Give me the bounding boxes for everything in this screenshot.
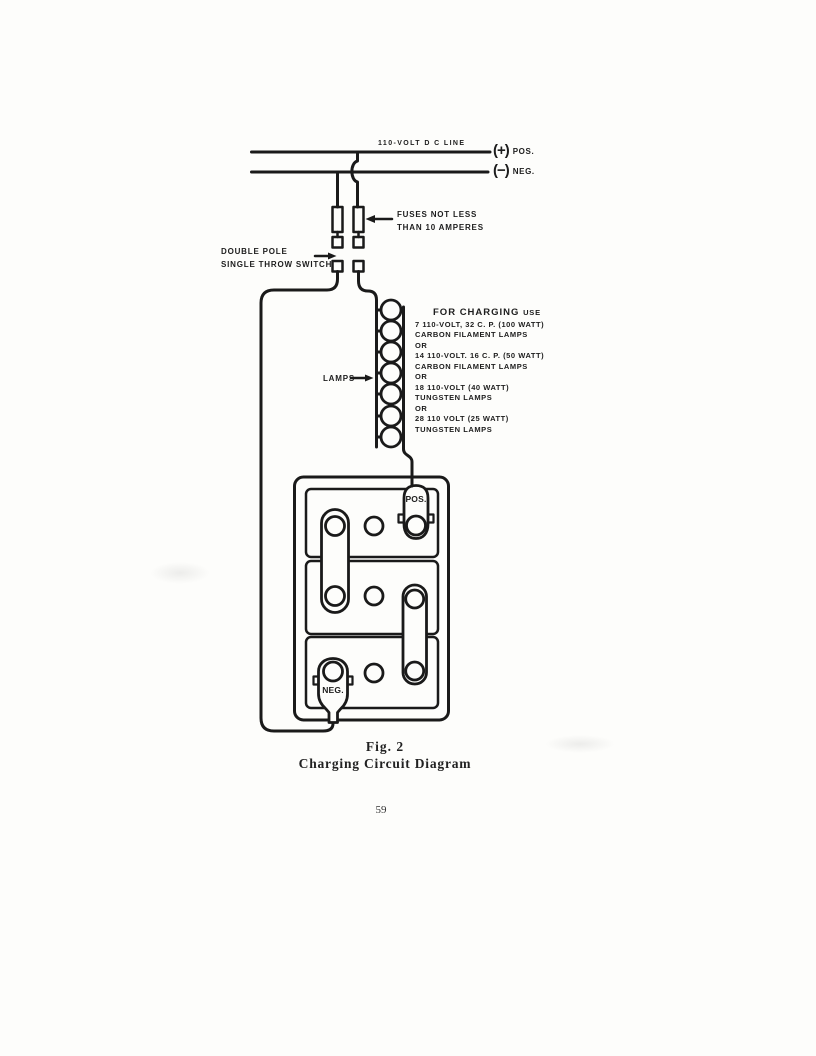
lamp-bulb — [379, 361, 403, 385]
switch-label: DOUBLE POLE SINGLE THROW SWITCH — [221, 245, 332, 271]
charging-line: TUNGSTEN LAMPS — [415, 424, 493, 434]
charging-line: 28 110 VOLT (25 WATT) — [415, 414, 509, 424]
charging-line: OR — [415, 372, 428, 382]
page-number: 59 — [375, 804, 387, 816]
lamps-callout-arrow — [349, 374, 374, 382]
pos-terminal-post — [405, 514, 427, 537]
fuses-callout-arrow — [365, 215, 394, 223]
fuses-note-line2: THAN 10 AMPERES — [397, 223, 484, 232]
fuses-note-line1: FUSES NOT LESS — [397, 210, 478, 219]
charging-line: CARBON FILAMENT LAMPS — [415, 330, 528, 340]
supply-line-label: 110-VOLT D C LINE — [378, 140, 466, 147]
minus-symbol: (−) — [493, 162, 510, 179]
strap-terminal — [324, 585, 346, 607]
vent-cap — [363, 585, 385, 607]
negative-return-wire — [259, 270, 339, 733]
lamp-bank — [379, 298, 403, 449]
lamp-bulb — [379, 404, 403, 428]
charging-line: 14 110-VOLT. 16 C. P. (50 WATT) — [415, 351, 545, 361]
lamp-bulb — [379, 425, 403, 449]
scan-artifact — [545, 735, 615, 753]
fuses-note: FUSES NOT LESS THAN 10 AMPERES — [397, 208, 484, 234]
cell-strap-left — [320, 508, 350, 614]
switch-contact-lower-left — [331, 259, 344, 273]
pos-word: POS. — [512, 147, 535, 156]
lamp-bank-output-wire — [402, 305, 414, 488]
switch-label-line1: DOUBLE POLE — [221, 247, 288, 256]
charging-heading: FOR CHARGING USE — [433, 307, 541, 318]
battery-cell-top — [304, 487, 440, 559]
lamp-bulb — [379, 319, 403, 343]
lamp-bank-feed-wire — [357, 270, 378, 449]
pos-terminal-label: POS. — [405, 494, 427, 504]
charging-line: OR — [415, 403, 428, 413]
switch-contact-upper-right — [352, 235, 365, 249]
neg-terminal-post — [322, 660, 344, 683]
scan-artifact — [150, 562, 210, 584]
switch-label-line2: SINGLE THROW SWITCH — [221, 260, 333, 269]
charging-line: 7 110-VOLT, 32 C. P. (100 WATT) — [415, 320, 545, 329]
lamps-label: LAMPS — [323, 374, 355, 383]
charging-line: TUNGSTEN LAMPS — [415, 393, 493, 403]
fuse-right — [352, 205, 365, 234]
fuse-left — [331, 205, 344, 234]
cell-strap-right — [401, 583, 428, 686]
lamp-bulb — [379, 298, 403, 322]
negative-polarity-label: (−) NEG. — [493, 162, 535, 179]
lamp-bulb — [379, 340, 403, 364]
strap-terminal — [404, 588, 426, 610]
charging-heading-main: FOR CHARGING — [433, 307, 520, 318]
neg-word: NEG. — [512, 167, 535, 176]
strap-terminal — [324, 515, 346, 537]
charging-line: CARBON FILAMENT LAMPS — [415, 361, 528, 371]
figure-title: Charging Circuit Diagram — [298, 756, 472, 771]
charging-instructions: 7 110-VOLT, 32 C. P. (100 WATT) CARBON F… — [415, 320, 544, 435]
vent-cap — [363, 662, 385, 684]
figure-number: Fig. 2 — [365, 739, 405, 754]
switch-callout-arrow — [313, 252, 337, 260]
battery-case — [293, 475, 450, 722]
vent-cap — [363, 515, 385, 537]
strap-terminal — [404, 660, 426, 682]
neg-terminal-label: NEG. — [322, 685, 344, 695]
charging-line: OR — [415, 340, 428, 350]
battery-cell-bottom — [304, 635, 440, 710]
switch-contact-lower-right — [352, 259, 365, 273]
lamp-bulb — [379, 382, 403, 406]
positive-drop-wire — [350, 150, 359, 209]
charging-heading-suffix: USE — [523, 308, 541, 317]
switch-contact-upper-left — [331, 235, 344, 249]
plus-symbol: (+) — [493, 142, 510, 159]
positive-polarity-label: (+) POS. — [493, 142, 534, 159]
charging-line: 18 110-VOLT (40 WATT) — [415, 382, 510, 392]
battery-cell-middle — [304, 559, 440, 636]
